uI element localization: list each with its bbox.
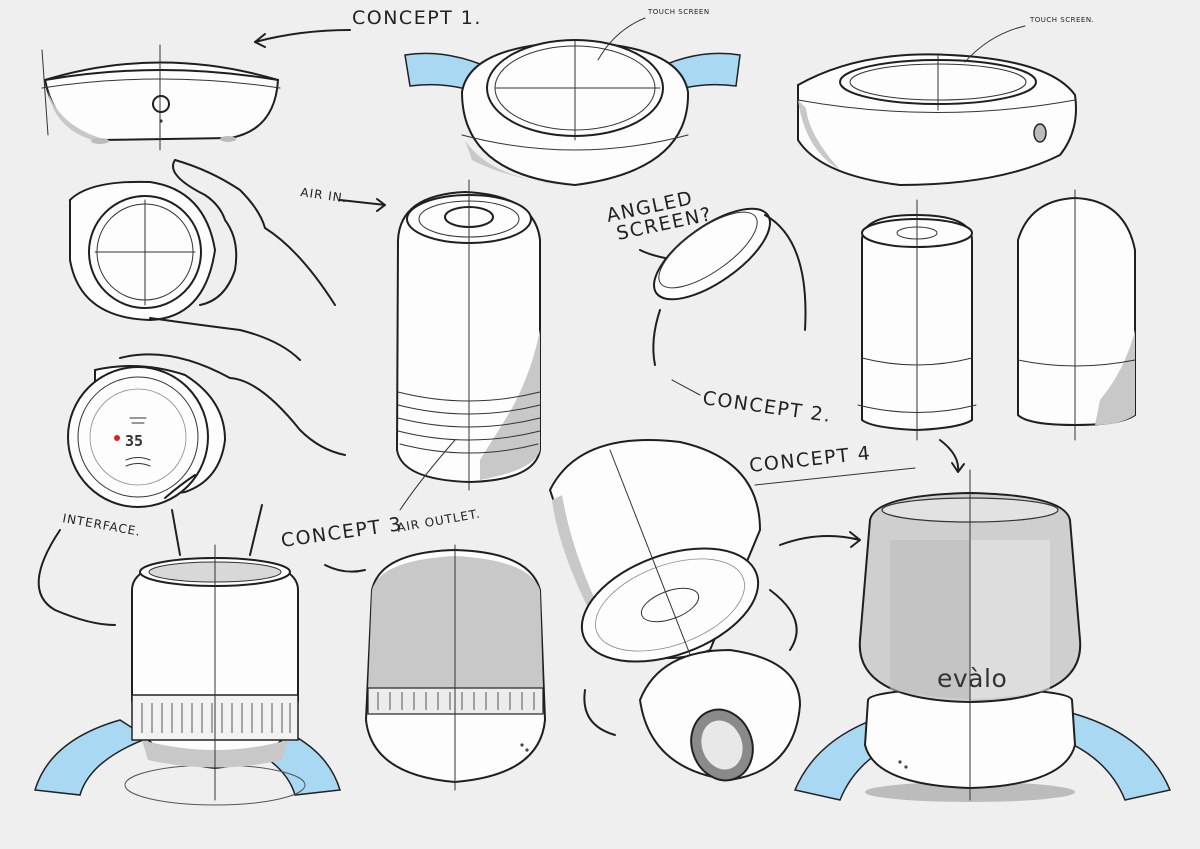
concept3-text: CONCEPT 3 [280, 513, 404, 552]
concept4-unit: evàlo [793, 469, 1172, 802]
display-value: 35 [125, 432, 143, 450]
concept2-hand-sketch [69, 159, 336, 361]
concept1-label: CONCEPT 1. [254, 7, 482, 48]
touch-screen-label-1: TOUCH SCREEN [647, 8, 710, 16]
concept3-right-unit [364, 544, 547, 791]
concept4-text: CONCEPT 4 [748, 442, 872, 477]
interface-label: INTERFACE. [61, 511, 142, 539]
touch-screen-label-2: TOUCH SCREEN. [1029, 16, 1094, 24]
angled-screen-disc: ANGLED SCREEN? CONCEPT 2. [604, 187, 833, 427]
concept2-tall-side [1017, 189, 1136, 441]
exploded-view [548, 439, 861, 782]
concept1-text: CONCEPT 1. [352, 7, 482, 29]
interface-display: 35 [114, 417, 151, 467]
concept4-label: CONCEPT 4 [748, 439, 965, 486]
interface-hand-sketch: 35 [67, 353, 346, 508]
concept2-tall-front [857, 199, 977, 441]
airflow-arrow-base-left [34, 719, 150, 796]
red-indicator-icon [114, 435, 120, 441]
concept3-label: CONCEPT 3 [280, 513, 404, 573]
air-outlet-label: AIR OUTLET. [396, 507, 482, 535]
concept1-side-view [41, 44, 281, 151]
concept2-label: CONCEPT 2. [701, 387, 833, 427]
concept3-left-unit: INTERFACE. [34, 504, 341, 806]
air-in-label: AIR IN. [300, 185, 349, 205]
brand-logo: evàlo [937, 664, 1007, 693]
concept2-cylinder: AIR IN. AIR OUTLET. [300, 179, 541, 535]
concept-square-puck: TOUCH SCREEN. [797, 16, 1094, 187]
concept1-top-view: TOUCH SCREEN [404, 8, 741, 187]
